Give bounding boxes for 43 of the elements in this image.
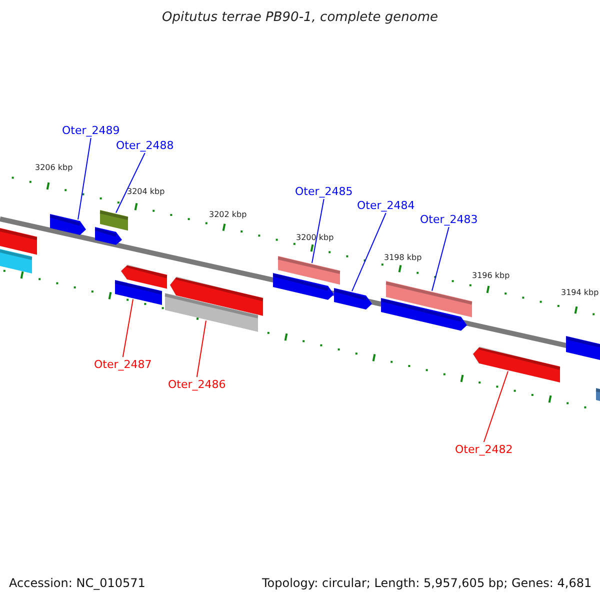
gene-feature-bar xyxy=(278,256,340,285)
scale-label: 3198 kbp xyxy=(384,253,422,262)
footer-text: Accession: NC_010571 xyxy=(9,576,146,590)
gene-feature-bar xyxy=(380,298,467,331)
gene-feature-bar xyxy=(121,264,168,289)
gene-label: Oter_2489 xyxy=(62,124,120,137)
gene-feature-bar xyxy=(596,388,600,401)
scale-label: 3196 kbp xyxy=(472,271,510,280)
gene-feature-bar xyxy=(473,346,560,382)
leader-line xyxy=(122,298,134,358)
leader-line xyxy=(312,198,324,264)
chart-title: Opitutus terrae PB90-1, complete genome xyxy=(160,10,440,25)
gene-label: Oter_2484 xyxy=(357,199,415,212)
scale-label: 3200 kbp xyxy=(296,233,334,242)
gene-feature-bar xyxy=(170,276,264,316)
scale-label: 3202 kbp xyxy=(209,210,247,219)
gene-feature-bar xyxy=(0,249,32,274)
gene-feature-bar xyxy=(100,210,128,231)
gene-feature-bar xyxy=(334,288,372,310)
gene-feature-bar xyxy=(566,336,600,360)
gene-feature-bar xyxy=(0,228,38,255)
scale-label: 3204 kbp xyxy=(127,187,165,196)
gene-label: Oter_2488 xyxy=(116,139,174,152)
gene-label: Oter_2487 xyxy=(94,358,152,371)
gene-label: Oter_2485 xyxy=(295,185,353,198)
gene-feature-bar xyxy=(94,227,122,245)
gene-label: Oter_2486 xyxy=(168,378,226,391)
gene-feature-bar xyxy=(386,281,472,318)
gene-label: Oter_2483 xyxy=(420,213,478,226)
leader-line xyxy=(352,212,386,292)
leader-line xyxy=(483,370,508,442)
gene-feature-bar xyxy=(272,273,334,300)
gene-feature-bar xyxy=(114,280,162,306)
scale-label: 3194 kbp xyxy=(561,288,599,297)
leader-line xyxy=(432,226,450,292)
gene-label: Oter_2482 xyxy=(455,443,513,456)
leader-line xyxy=(116,152,146,214)
leader-line xyxy=(196,320,206,378)
gene-feature-bar xyxy=(164,293,258,332)
scale-label: 3206 kbp xyxy=(35,163,73,172)
gene-feature-bar xyxy=(50,214,86,236)
footer-text: Topology: circular; Length: 5,957,605 bp; Genes: 4,681 xyxy=(262,576,592,590)
leader-line xyxy=(78,138,92,220)
